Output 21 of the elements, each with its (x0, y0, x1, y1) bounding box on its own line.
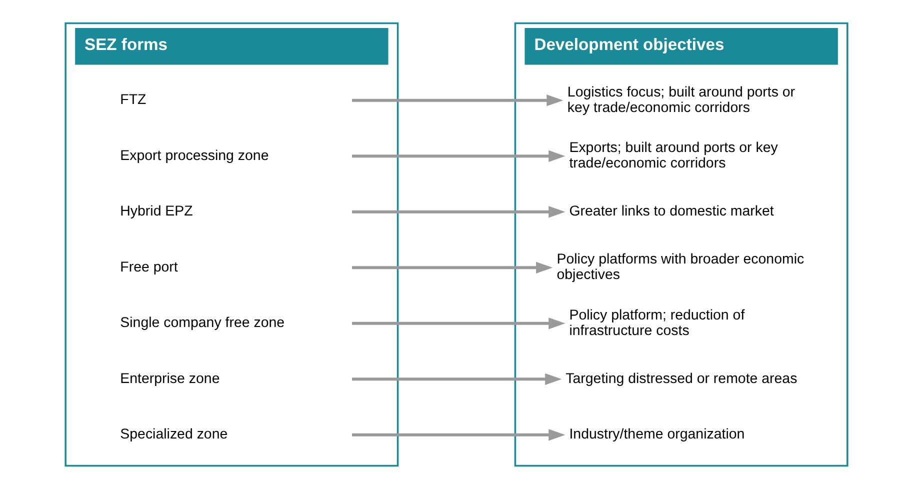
node-text: Specialized zone (120, 426, 228, 442)
node-text: Hybrid EPZ (120, 203, 192, 220)
node-text: Export processing zone (120, 147, 268, 164)
node-text: Free port (120, 258, 178, 275)
node-text: Policy platform; reduction of infrastructure costs (568, 306, 744, 338)
arrow (351, 206, 565, 218)
node-text: Greater links to domestic market (568, 203, 774, 220)
arrow (351, 372, 562, 384)
node-text: Policy platforms with broader economic objectives (556, 251, 804, 283)
arrow (351, 94, 563, 106)
arrow (351, 317, 565, 329)
node-text: Logistics focus; built around ports or key trade/economic corridors (566, 84, 795, 116)
arrow (351, 150, 565, 162)
node-text: FTZ (120, 92, 146, 108)
node-text: Industry/theme organization (568, 426, 744, 442)
node-text: Enterprise zone (120, 370, 220, 386)
node-text: Single company free zone (120, 314, 284, 331)
node-text: Targeting distressed or remote areas (565, 370, 797, 386)
arrow (351, 428, 565, 440)
node-text: Exports; built around ports or key trade/economic corridors (568, 140, 778, 172)
arrow (351, 261, 552, 273)
